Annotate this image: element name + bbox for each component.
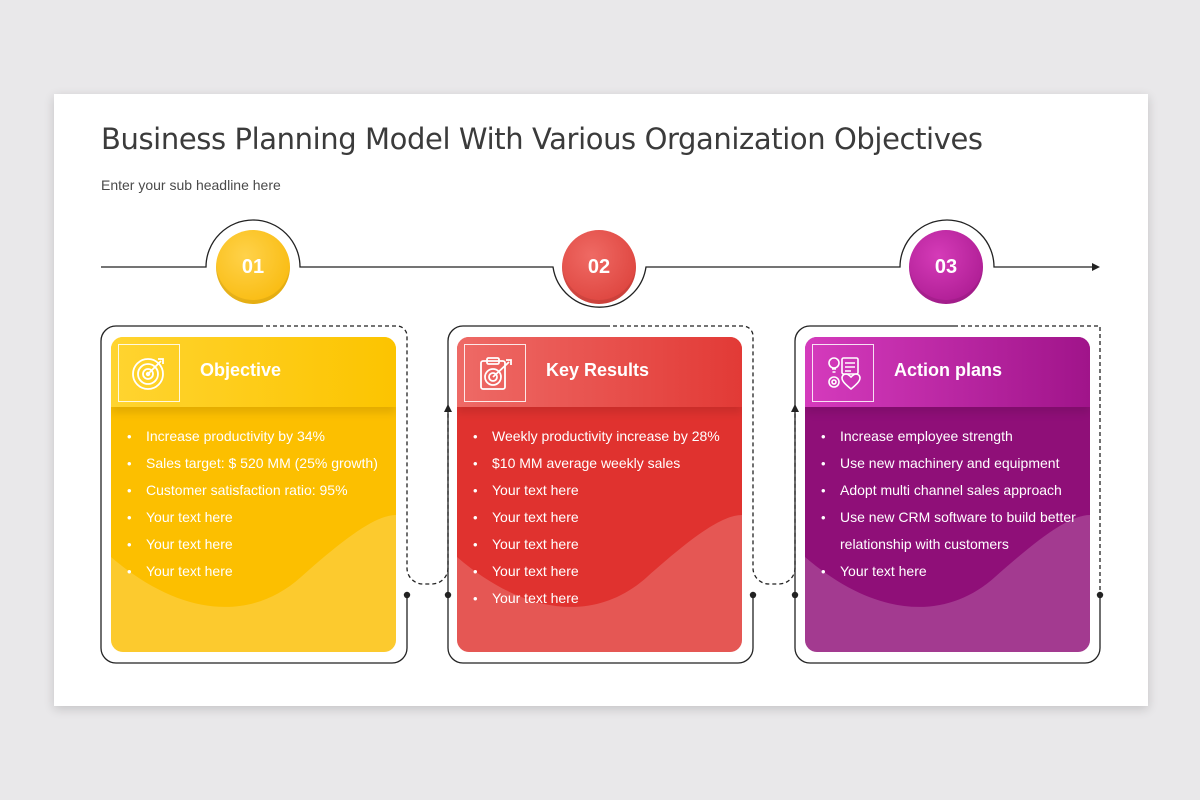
dashed-connector-3 xyxy=(954,325,1101,595)
slide: Business Planning Model With Various Org… xyxy=(54,94,1148,706)
wave-decoration xyxy=(457,515,742,652)
slide-subtitle: Enter your sub headline here xyxy=(101,177,281,193)
step-card-objective: Objective Increase productivity by 34% S… xyxy=(111,337,396,652)
list-item: Your text here xyxy=(125,504,387,531)
step-card-action-plans: Action plans Increase employee strength … xyxy=(805,337,1090,652)
connector-dot xyxy=(444,591,452,599)
card-header: Objective xyxy=(111,337,396,407)
list-item: Increase productivity by 34% xyxy=(125,423,387,450)
bullet-list: Increase productivity by 34% Sales targe… xyxy=(125,423,387,585)
clipboard-target-icon xyxy=(464,344,526,402)
connector-lines xyxy=(100,219,1104,664)
slide-title: Business Planning Model With Various Org… xyxy=(101,122,983,156)
list-item: Customer satisfaction ratio: 95% xyxy=(125,477,387,504)
card-frame-2 xyxy=(447,325,754,664)
wave-decoration xyxy=(805,515,1090,652)
card-header: Action plans xyxy=(805,337,1090,407)
connector-arrow-2 xyxy=(791,404,799,412)
list-item: Use new CRM software to build better rel… xyxy=(819,504,1081,558)
connector-dot xyxy=(749,591,757,599)
connector-dot xyxy=(791,591,799,599)
list-item: $10 MM average weekly sales xyxy=(471,450,733,477)
connector-dot xyxy=(403,591,411,599)
list-item: Your text here xyxy=(125,531,387,558)
list-item: Increase employee strength xyxy=(819,423,1081,450)
card-header: Key Results xyxy=(457,337,742,407)
list-item: Adopt multi channel sales approach xyxy=(819,477,1081,504)
list-item: Your text here xyxy=(471,558,733,585)
timeline-line xyxy=(101,219,1094,308)
dashed-connector-2 xyxy=(606,325,796,585)
bullet-list: Weekly productivity increase by 28% $10 … xyxy=(471,423,733,612)
timeline-arrow-head xyxy=(1092,263,1100,271)
dashed-connector-1 xyxy=(259,325,449,585)
list-item: Use new machinery and equipment xyxy=(819,450,1081,477)
list-item: Your text here xyxy=(471,477,733,504)
list-item: Your text here xyxy=(471,585,733,612)
card-heading: Action plans xyxy=(894,360,1003,380)
step-card-key-results: Key Results Weekly productivity increase… xyxy=(457,337,742,652)
list-item: Your text here xyxy=(125,558,387,585)
card-frame-3 xyxy=(794,325,1101,664)
step-number-badge: 01 xyxy=(216,230,290,304)
step-number-badge: 02 xyxy=(562,230,636,304)
action-plan-icon xyxy=(812,344,874,402)
card-frame-1 xyxy=(100,325,408,664)
list-item: Your text here xyxy=(471,504,733,531)
card-heading: Key Results xyxy=(546,360,650,380)
card-heading: Objective xyxy=(200,360,282,380)
list-item: Sales target: $ 520 MM (25% growth) xyxy=(125,450,387,477)
list-item: Your text here xyxy=(819,558,1081,585)
connector-arrow-1 xyxy=(444,404,452,412)
wave-decoration xyxy=(111,515,396,652)
target-icon xyxy=(118,344,180,402)
list-item: Your text here xyxy=(471,531,733,558)
bullet-list: Increase employee strength Use new machi… xyxy=(819,423,1081,585)
step-number-badge: 03 xyxy=(909,230,983,304)
list-item: Weekly productivity increase by 28% xyxy=(471,423,733,450)
connector-dot xyxy=(1096,591,1104,599)
